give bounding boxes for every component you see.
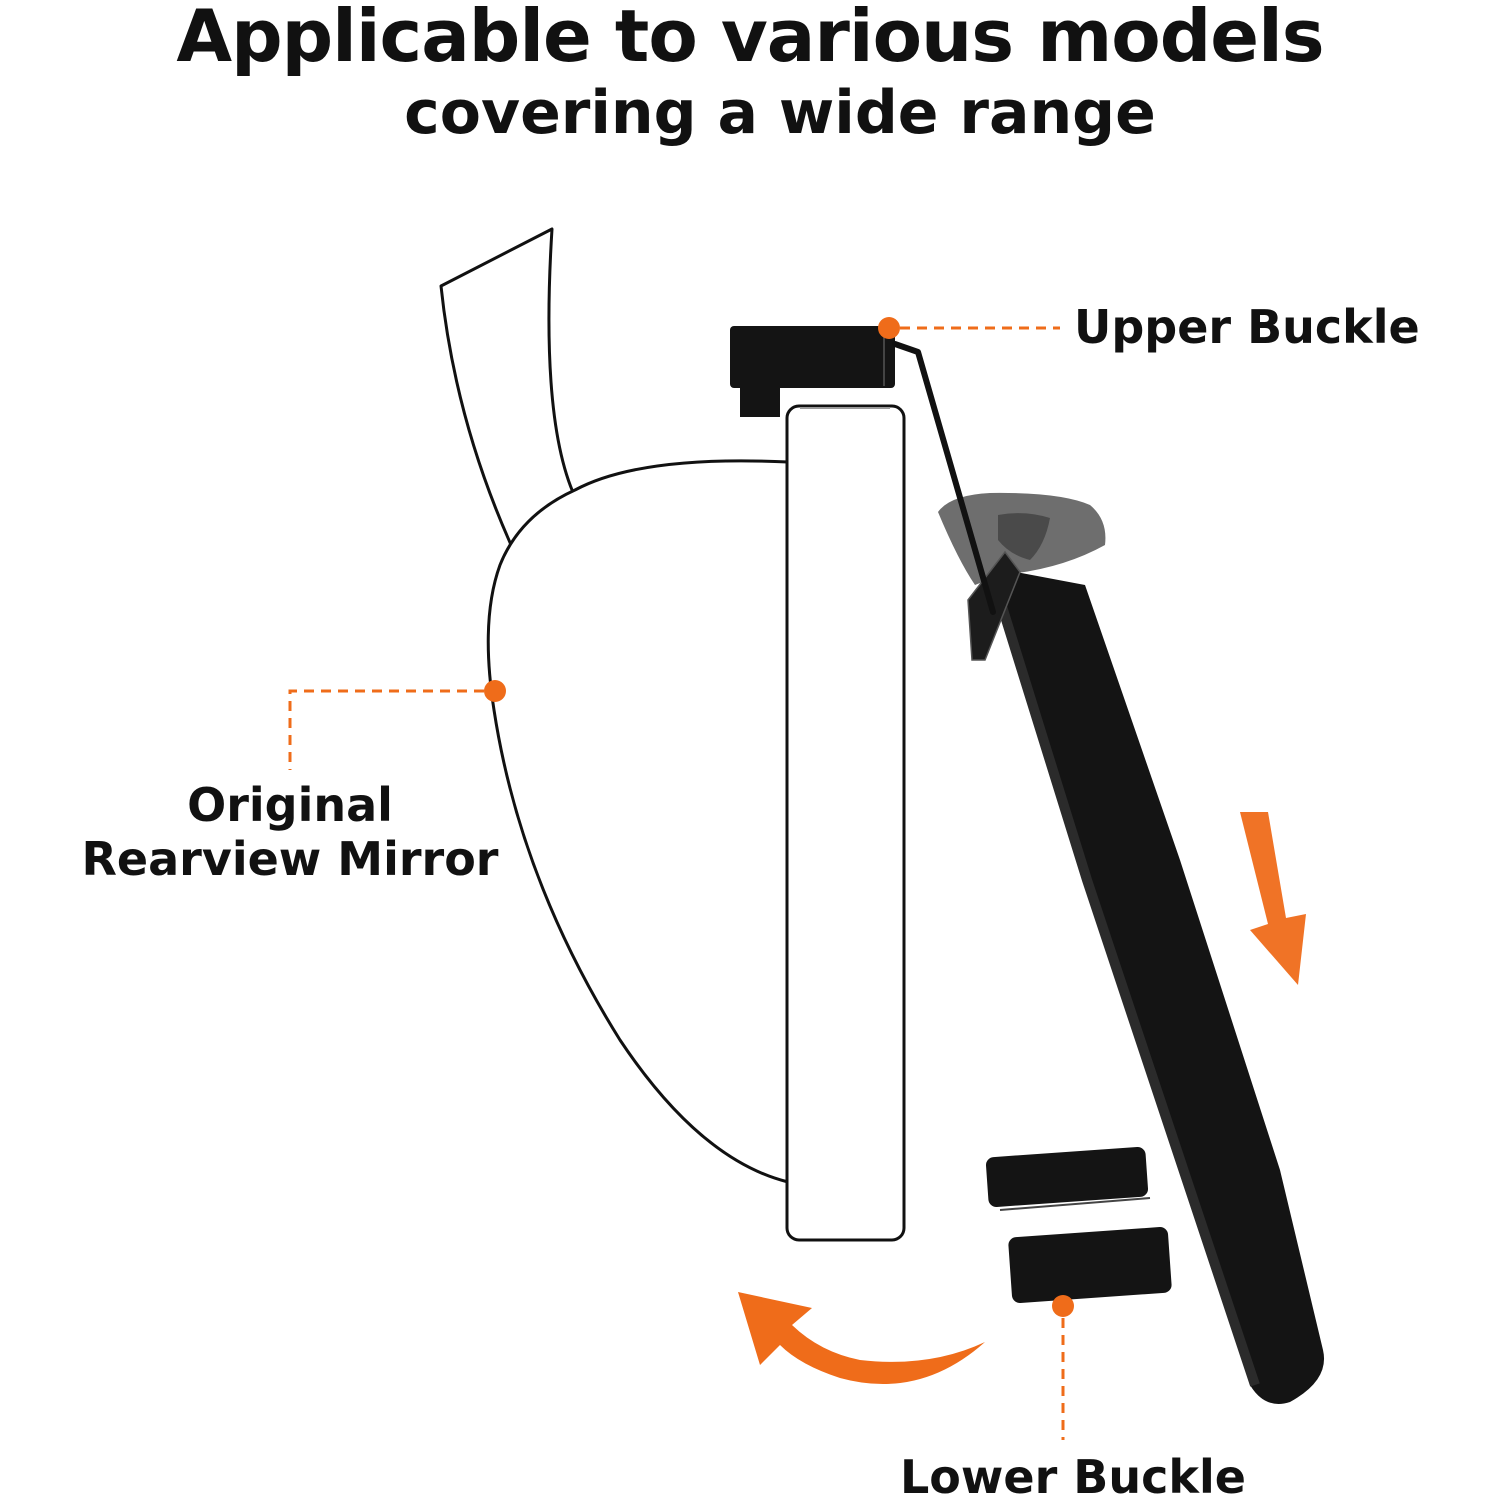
lower-buckle-top bbox=[985, 1147, 1149, 1207]
mirror-face-plate bbox=[785, 404, 906, 1242]
upper-buckle-wire bbox=[892, 341, 996, 615]
upper-buckle-lip bbox=[740, 385, 780, 417]
lower-buckle-bottom bbox=[1008, 1227, 1172, 1303]
rearview-mirror-label: Original Rearview Mirror bbox=[40, 778, 540, 886]
rearview-mirror-label-line1: Original bbox=[187, 778, 393, 832]
lower-buckle-divider bbox=[999, 1197, 1151, 1211]
device-top-clip-inner bbox=[998, 513, 1050, 560]
upper-buckle-marker bbox=[878, 317, 900, 339]
device-edge-highlight bbox=[995, 598, 1260, 1387]
headline-subtitle: covering a wide range bbox=[404, 78, 1156, 148]
slide-down-arrow-icon bbox=[1240, 812, 1306, 985]
mirror-leader bbox=[288, 689, 484, 770]
mirror-marker bbox=[484, 680, 506, 702]
upper-buckle-label: Upper Buckle bbox=[1074, 300, 1420, 354]
lower-buckle-marker bbox=[1052, 1295, 1074, 1317]
upper-buckle-block bbox=[730, 326, 895, 388]
rearview-mirror-label-line2: Rearview Mirror bbox=[81, 832, 499, 886]
lower-buckle-label: Lower Buckle bbox=[900, 1450, 1246, 1504]
rotate-curved-arrow-icon bbox=[738, 1292, 985, 1385]
headline-title: Applicable to various models bbox=[176, 0, 1324, 78]
device-body bbox=[990, 568, 1325, 1404]
